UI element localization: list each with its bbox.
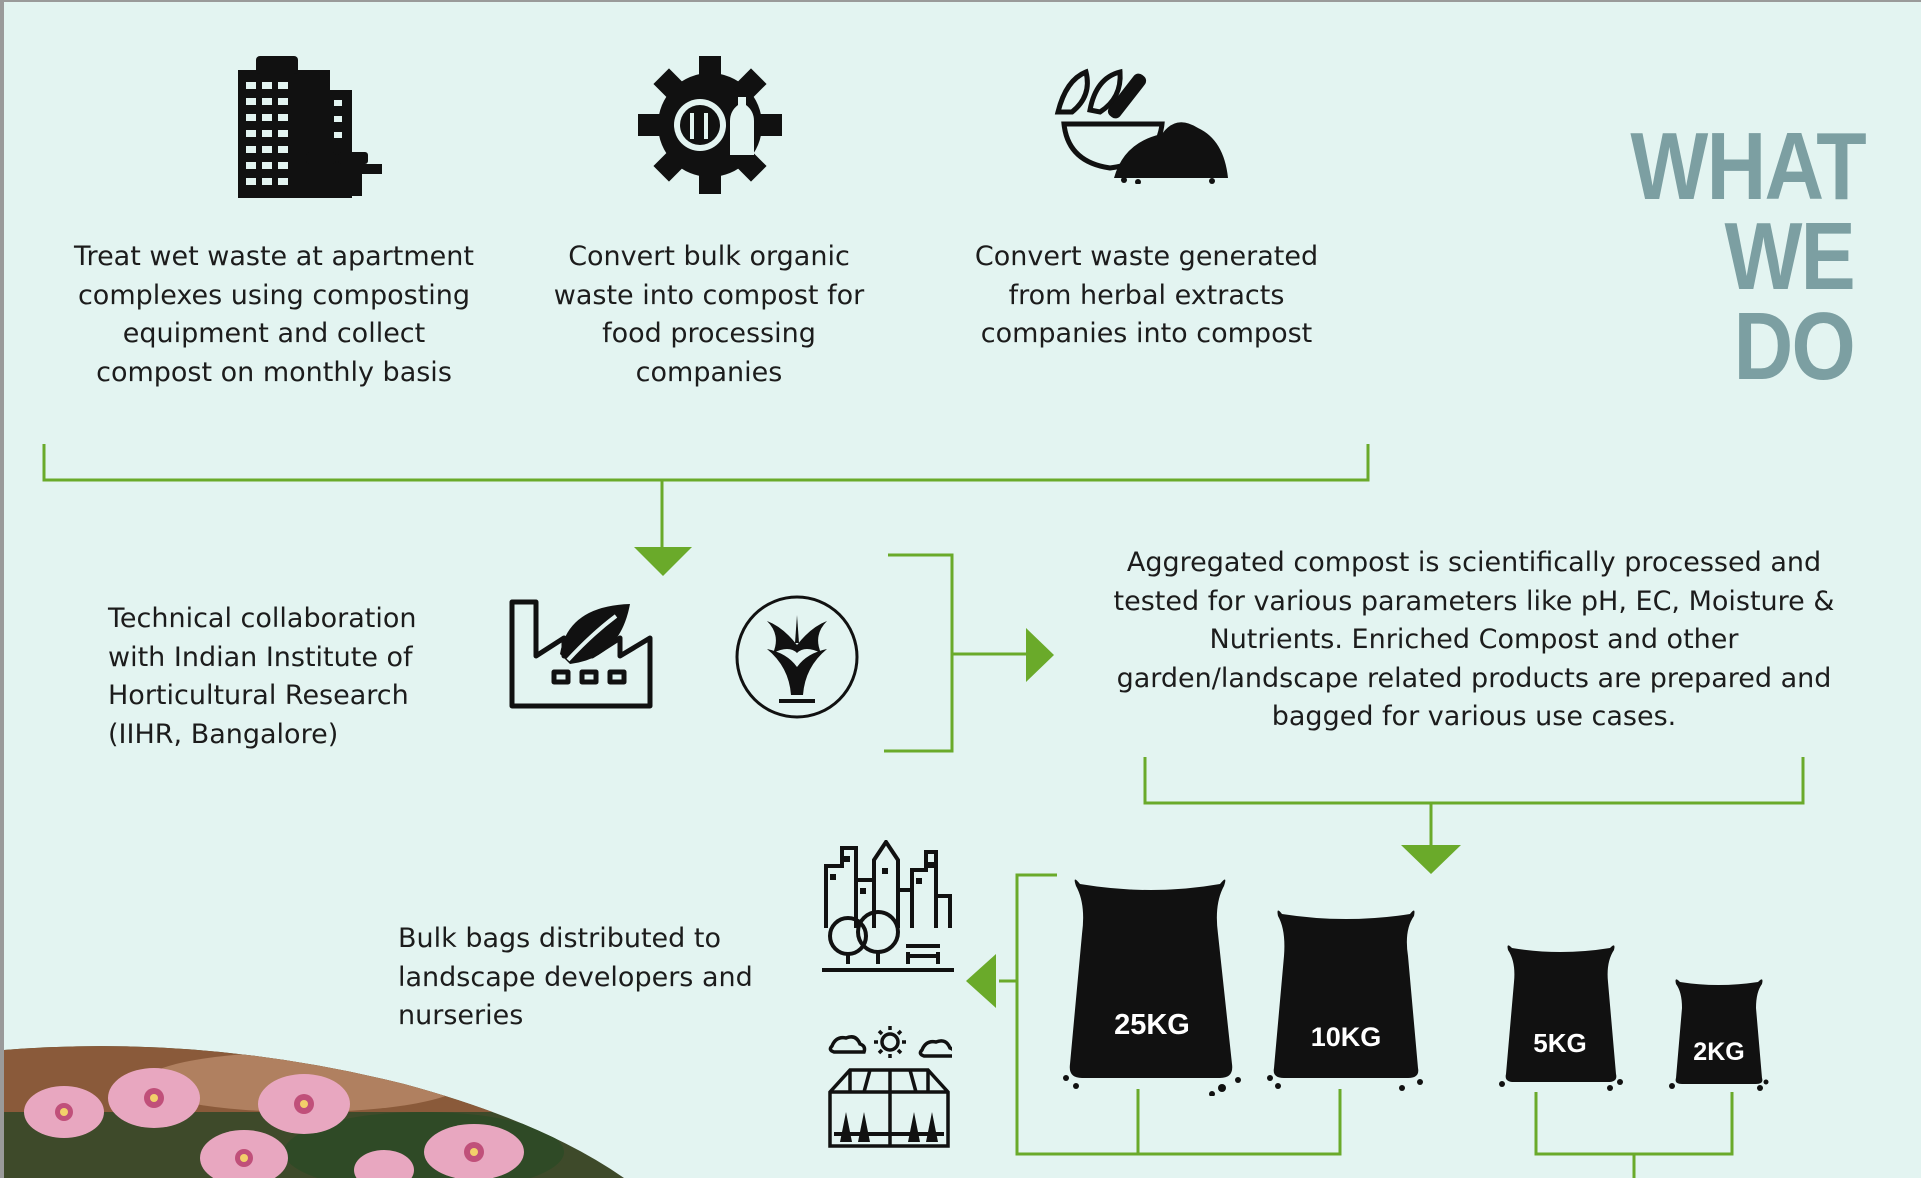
- distribution-text: Bulk bags distributed to landscape devel…: [398, 923, 753, 1031]
- top-bracket: [42, 444, 1370, 482]
- step-herbal-text: Convert waste generated from herbal extr…: [974, 241, 1319, 349]
- flow-connectors: [42, 444, 1805, 1178]
- bags-bracket-large: [1015, 873, 1342, 1156]
- title-line-2: WE DO: [1724, 203, 1855, 400]
- bag-label: 25KG: [1114, 1009, 1190, 1041]
- bag-5kg: 5KG: [1499, 945, 1623, 1091]
- bag-label: 10KG: [1311, 1022, 1382, 1052]
- arrow-right-1: [1026, 628, 1054, 682]
- step-food-processing-text: Convert bulk organic waste into compost …: [553, 241, 865, 388]
- what-we-do-page: WHAT WE DO: [4, 2, 1921, 1178]
- process-bracket: [1143, 757, 1805, 805]
- bag-2kg: 2KG: [1669, 979, 1769, 1091]
- greenhouse-icon: [828, 1026, 952, 1148]
- bag-25kg: 25KG: [1063, 879, 1241, 1096]
- arrow-down-1: [634, 547, 692, 576]
- gear-food-icon: [638, 56, 782, 194]
- collaboration-text: Technical collaboration with Indian Inst…: [108, 603, 417, 750]
- bag-10kg: 10KG: [1267, 910, 1423, 1091]
- eco-factory-icon: [509, 599, 653, 709]
- apartment-building-icon: [238, 56, 382, 198]
- herbal-compost-icon: [1054, 68, 1228, 184]
- flower-photo: [4, 1046, 624, 1178]
- step-apartments-text: Treat wet waste at apartment complexes u…: [74, 241, 474, 388]
- page-title: WHAT WE DO: [1630, 113, 1866, 400]
- city-park-icon: [822, 840, 954, 972]
- bag-label: 2KG: [1693, 1038, 1744, 1066]
- iihr-logo: [735, 595, 859, 719]
- arrow-down-2: [1401, 845, 1461, 874]
- title-line-1: WHAT: [1630, 113, 1866, 220]
- collab-bracket: [884, 553, 954, 753]
- processing-text: Aggregated compost is scientifically pro…: [1113, 547, 1835, 732]
- arrow-left-1: [966, 954, 996, 1008]
- bags-bracket-small: [1534, 1092, 1734, 1156]
- bag-label: 5KG: [1533, 1028, 1586, 1058]
